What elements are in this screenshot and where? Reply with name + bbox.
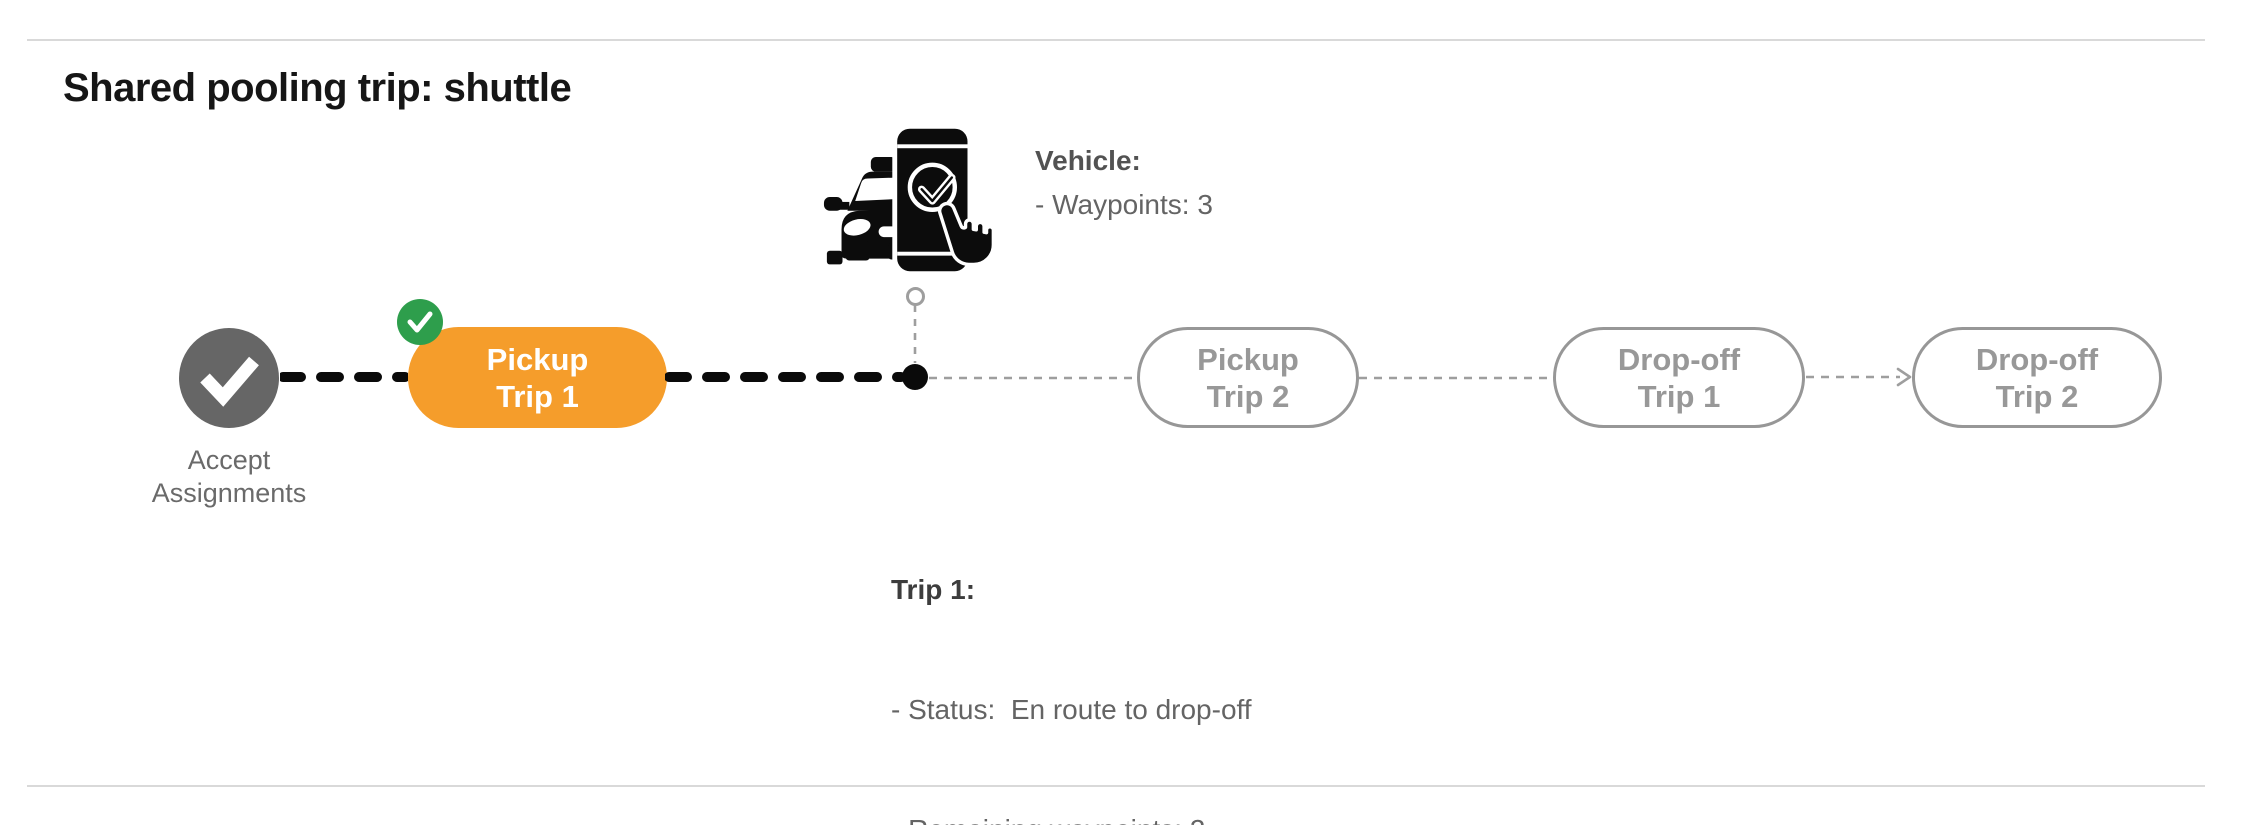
connector-pending-2 xyxy=(1359,376,1553,380)
trip-1-status: - Status: En route to drop-off xyxy=(891,694,1252,725)
trip-1-remaining-waypoints: - Remaining waypoints: 2 xyxy=(891,810,1252,825)
page-title: Shared pooling trip: shuttle xyxy=(63,66,572,110)
completed-check-badge xyxy=(397,299,443,345)
node-pickup-trip-1: Pickup Trip 1 xyxy=(408,327,667,428)
check-icon xyxy=(200,356,259,407)
connector-pending-1 xyxy=(929,376,1137,380)
vehicle-position-riser xyxy=(913,305,917,363)
check-icon xyxy=(407,311,433,333)
vehicle-info-label: Vehicle: xyxy=(1035,145,1141,176)
trip-1-heading: Trip 1: xyxy=(891,574,976,605)
node-pickup-trip-2: Pickup Trip 2 xyxy=(1137,327,1359,428)
accept-assignments-node xyxy=(179,328,279,428)
connector-completed-2 xyxy=(665,372,905,382)
node-dropoff-trip-1: Drop-off Trip 1 xyxy=(1553,327,1805,428)
accept-assignments-label: Accept Assignments xyxy=(151,445,307,508)
vehicle-waypoints: - Waypoints: 3 xyxy=(1035,189,1213,220)
vehicle-phone-check-icon xyxy=(823,123,996,277)
vehicle-info: Vehicle: - Waypoints: 3 xyxy=(1035,139,1213,227)
vehicle-anchor-circle xyxy=(906,287,925,306)
top-divider xyxy=(27,39,2205,41)
connector-pending-arrow xyxy=(1806,367,1912,387)
node-dropoff-trip-2: Drop-off Trip 2 xyxy=(1912,327,2162,428)
bottom-divider xyxy=(27,785,2205,787)
current-position-dot xyxy=(902,364,928,390)
trip-status-block: Trip 1: - Status: En route to drop-off -… xyxy=(891,490,1252,825)
connector-completed-1 xyxy=(280,372,408,382)
arrowhead-icon xyxy=(1896,367,1912,387)
